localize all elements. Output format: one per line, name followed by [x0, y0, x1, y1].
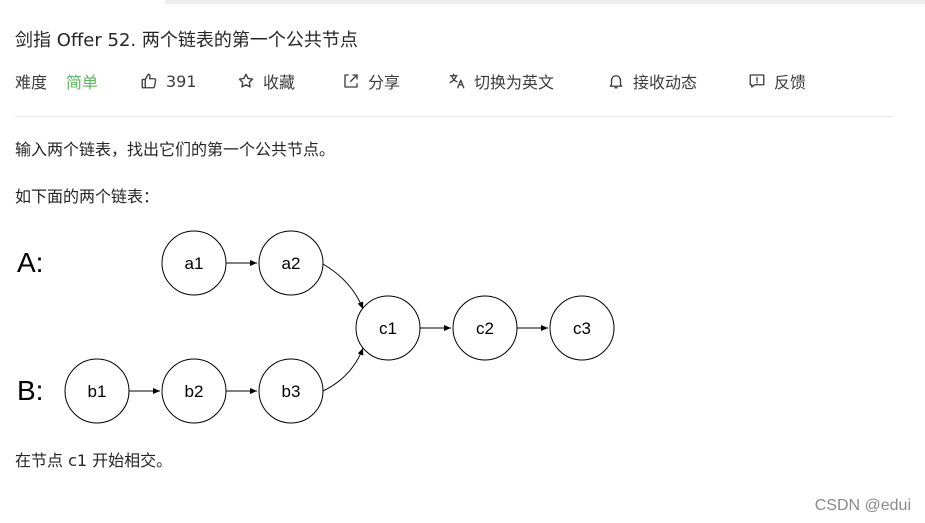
description-paragraph-2: 如下面的两个链表： — [15, 187, 160, 206]
difficulty-label: 难度 — [15, 73, 48, 92]
edge-b3-c1 — [322, 347, 364, 392]
share-button[interactable]: 分享 — [342, 68, 400, 94]
problem-title: 剑指 Offer 52. 两个链表的第一个公共节点 — [15, 30, 358, 51]
favorite-label: 收藏 — [263, 73, 296, 92]
node-c2: c2 — [452, 295, 518, 361]
like-count: 391 — [166, 71, 197, 91]
node-c3-label: c3 — [573, 319, 591, 338]
feedback-icon — [749, 74, 765, 88]
feedback-label: 反馈 — [774, 73, 807, 92]
notify-label: 接收动态 — [633, 73, 698, 92]
top-scroll-strip — [165, 0, 925, 4]
node-a1-label: a1 — [185, 254, 204, 273]
bell-icon — [609, 75, 623, 89]
description-paragraph-3: 在节点 c1 开始相交。 — [15, 451, 173, 470]
switch-language-label: 切换为英文 — [474, 73, 555, 92]
linked-list-diagram: A: B: a1 a2 b1 b2 b3 c1 c2 c3 — [17, 230, 615, 424]
node-c2-label: c2 — [476, 319, 494, 338]
favorite-button[interactable]: 收藏 — [237, 68, 295, 94]
like-button[interactable]: 391 — [140, 68, 197, 94]
feedback-button[interactable]: 反馈 — [748, 68, 806, 94]
node-a2-label: a2 — [282, 254, 301, 273]
node-c1: c1 — [355, 295, 421, 361]
node-a2: a2 — [258, 230, 324, 296]
share-label: 分享 — [368, 73, 401, 92]
star-icon — [238, 73, 254, 88]
node-c1-label: c1 — [379, 319, 397, 338]
problem-toolbar: 难度 简单 391 收藏 分享 切换为英文 接收动态 — [15, 68, 895, 94]
notify-button[interactable]: 接收动态 — [607, 68, 697, 94]
node-b3: b3 — [258, 358, 324, 424]
csdn-watermark: CSDN @edui — [814, 497, 911, 514]
list-a-label: A: — [17, 247, 43, 278]
switch-language-button[interactable]: 切换为英文 — [448, 68, 554, 94]
node-b1: b1 — [64, 358, 130, 424]
node-c3: c3 — [549, 295, 615, 361]
description-paragraph-1: 输入两个链表，找出它们的第一个公共节点。 — [15, 140, 336, 159]
thumbs-up-icon — [141, 73, 157, 89]
header-divider — [15, 116, 893, 117]
node-b1-label: b1 — [88, 382, 107, 401]
node-b2-label: b2 — [185, 382, 204, 401]
edge-a2-c1 — [322, 263, 364, 310]
translate-icon — [449, 73, 465, 89]
node-b3-label: b3 — [282, 382, 301, 401]
list-b-label: B: — [17, 375, 43, 406]
node-b2: b2 — [161, 358, 227, 424]
difficulty-value: 简单 — [66, 73, 99, 92]
share-icon — [344, 74, 358, 88]
node-a1: a1 — [161, 230, 227, 296]
